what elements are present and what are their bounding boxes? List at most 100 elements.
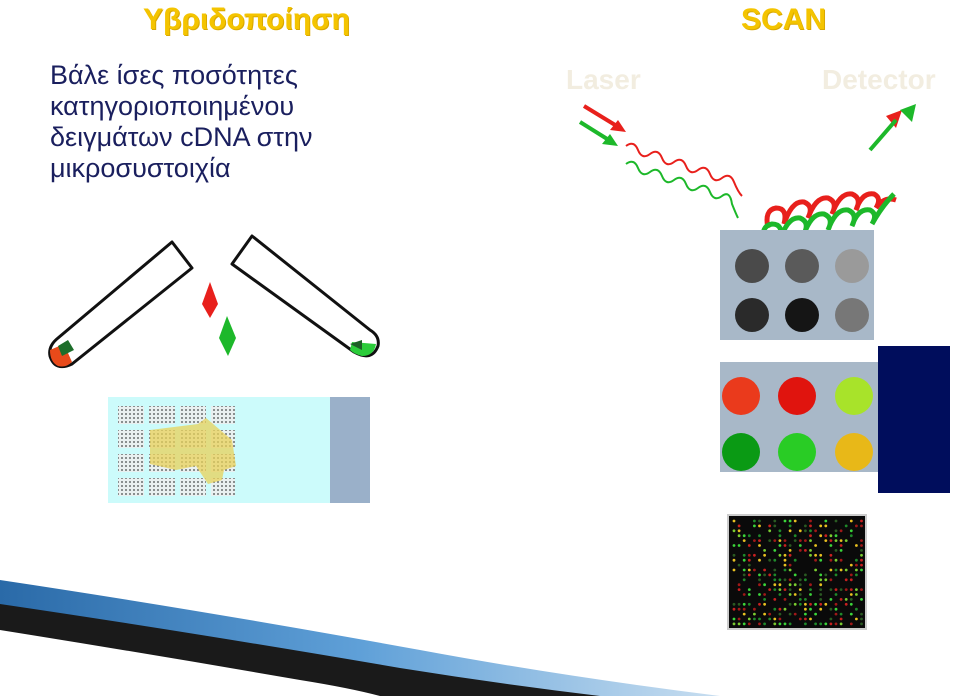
scan-speckle: [788, 578, 792, 582]
scan-speckle: [783, 598, 787, 601]
scanned-chip-grey: [720, 230, 874, 340]
scan-title: SCAN: [741, 3, 827, 36]
scan-speckle: [814, 622, 817, 626]
scan-speckle: [732, 622, 736, 626]
yellow-green-spot: [835, 377, 873, 415]
scan-speckle: [788, 563, 792, 567]
scan-speckle: [773, 583, 777, 587]
scan-speckle: [763, 583, 766, 587]
scan-speckle: [788, 588, 792, 591]
scan-speckle: [814, 529, 817, 533]
scan-speckle: [793, 558, 797, 562]
scan-speckle: [834, 612, 838, 616]
scan-speckle: [788, 553, 792, 557]
scan-speckle: [860, 612, 863, 616]
scan-speckle: [844, 598, 848, 601]
scan-speckle: [742, 573, 746, 577]
scan-speckle: [819, 558, 823, 562]
scan-speckle: [742, 553, 746, 557]
scan-speckle: [783, 539, 787, 542]
scan-speckle: [747, 568, 751, 572]
scan-speckle: [783, 558, 787, 562]
scan-speckle: [860, 622, 863, 626]
laser-label: Laser: [566, 64, 641, 95]
scan-speckle: [819, 593, 823, 596]
scan-speckle: [747, 622, 751, 626]
scan-speckle: [753, 617, 756, 621]
right-test-tube: [230, 234, 380, 358]
scan-speckle: [742, 593, 746, 596]
scan-speckle: [849, 612, 853, 616]
scan-speckle: [819, 588, 823, 591]
scan-speckle: [768, 588, 772, 591]
decorative-swoosh: [0, 580, 720, 696]
scan-speckle: [855, 524, 858, 528]
scan-speckle: [819, 583, 823, 587]
laser-arrows: [578, 104, 626, 146]
scan-speckle: [793, 519, 797, 523]
scan-speckle: [809, 534, 812, 538]
scan-speckle: [855, 607, 858, 611]
scan-speckle: [768, 612, 772, 616]
scan-speckle: [839, 598, 843, 601]
scan-speckle: [849, 519, 853, 523]
scan-speckle: [793, 534, 797, 538]
grey-spot: [785, 249, 819, 283]
scan-speckle: [773, 558, 777, 562]
red-excitation-wave: [625, 142, 743, 197]
scan-speckle: [753, 612, 756, 616]
scan-speckle: [737, 534, 741, 538]
scan-speckle: [753, 519, 756, 523]
scan-speckle: [804, 622, 807, 626]
scan-speckle: [824, 573, 828, 577]
scan-speckle: [819, 524, 823, 528]
scan-speckle: [753, 524, 756, 528]
scan-speckle: [814, 553, 817, 557]
scan-speckle: [824, 539, 828, 542]
scan-speckle: [737, 607, 741, 611]
scan-speckle: [788, 519, 792, 523]
scan-speckle: [804, 617, 807, 621]
scan-speckle: [778, 612, 782, 616]
scan-speckle: [788, 568, 792, 572]
scan-speckle: [824, 622, 828, 626]
scan-speckle: [849, 529, 853, 533]
scan-speckle: [742, 622, 746, 626]
scan-speckle: [829, 578, 833, 582]
scan-speckle: [839, 544, 843, 547]
grey-spot: [785, 298, 819, 332]
scan-speckle: [839, 549, 843, 552]
scan-speckle: [747, 602, 751, 606]
red-spot: [722, 377, 760, 415]
scan-speckle: [844, 602, 848, 606]
scan-speckle: [753, 607, 756, 611]
scan-speckle: [809, 607, 812, 611]
scan-speckle: [773, 549, 777, 552]
scan-speckle: [763, 549, 766, 552]
scan-speckle: [844, 524, 848, 528]
scan-speckle: [834, 539, 838, 542]
scan-speckle: [819, 573, 823, 577]
green-droplet: [219, 316, 236, 356]
scan-speckle: [819, 598, 823, 601]
instruction-line: δειγμάτων cDNA στην: [50, 122, 313, 152]
scan-speckle: [763, 553, 766, 557]
scan-speckle: [839, 529, 843, 533]
scan-speckle: [778, 553, 782, 557]
scan-speckle: [783, 544, 787, 547]
scan-speckle: [788, 602, 792, 606]
scan-speckle: [849, 593, 853, 596]
scan-speckle: [829, 558, 833, 562]
scan-speckle: [773, 519, 777, 523]
scan-speckle: [773, 607, 777, 611]
scan-speckle: [855, 563, 858, 567]
scan-speckle: [829, 568, 833, 572]
scan-speckle: [834, 622, 838, 626]
scan-speckle: [778, 617, 782, 621]
detector-arrows: [868, 104, 916, 152]
scan-speckle: [768, 617, 772, 621]
scan-speckle: [778, 544, 782, 547]
scan-speckle: [742, 534, 746, 538]
scan-speckle: [834, 549, 838, 552]
scan-speckle: [804, 602, 807, 606]
